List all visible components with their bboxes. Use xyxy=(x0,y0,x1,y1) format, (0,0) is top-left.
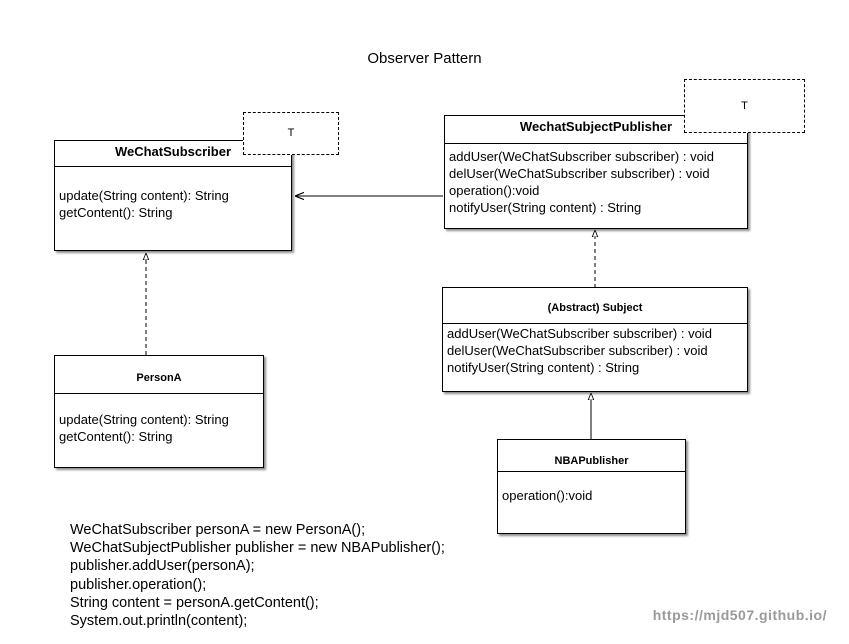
class-name: (Abstract) Subject xyxy=(443,288,747,324)
method: update(String content): String xyxy=(59,412,229,427)
method-list: update(String content): String getConten… xyxy=(55,167,291,225)
code-snippet: WeChatSubscriber personA = new PersonA()… xyxy=(70,521,445,630)
class-abstract-subject[interactable]: (Abstract) Subject addUser(WeChatSubscri… xyxy=(442,287,748,392)
method: notifyUser(String content) : String xyxy=(449,200,642,215)
method: notifyUser(String content) : String xyxy=(447,360,640,375)
class-person-a[interactable]: PersonA update(String content): String g… xyxy=(54,355,264,468)
class-wechat-subject-publisher[interactable]: WechatSubjectPublisher addUser(WeChatSub… xyxy=(444,115,748,229)
method: delUser(WeChatSubscriber subscriber) : v… xyxy=(447,343,708,358)
method: operation():void xyxy=(502,488,593,503)
method: delUser(WeChatSubscriber subscriber) : v… xyxy=(449,166,710,181)
type-parameter-box: T xyxy=(684,79,805,133)
class-wechat-subscriber[interactable]: WeChatSubscriber update(String content):… xyxy=(54,140,292,251)
class-name: NBAPublisher xyxy=(498,440,685,472)
class-nba-publisher[interactable]: NBAPublisher operation():void xyxy=(497,439,686,534)
method: operation():void xyxy=(449,183,540,198)
method-list: operation():void xyxy=(498,472,685,508)
class-name: WeChatSubscriber xyxy=(55,141,291,167)
type-parameter-box: T xyxy=(243,112,339,155)
method: getContent(): String xyxy=(59,429,173,444)
method: update(String content): String xyxy=(59,188,229,203)
method-list: addUser(WeChatSubscriber subscriber) : v… xyxy=(445,144,747,220)
watermark-url: https://mjd507.github.io/ xyxy=(652,607,827,623)
diagram-title: Observer Pattern xyxy=(367,50,482,67)
class-name: PersonA xyxy=(55,356,263,394)
method: getContent(): String xyxy=(59,205,173,220)
method: addUser(WeChatSubscriber subscriber) : v… xyxy=(449,149,714,164)
method-list: addUser(WeChatSubscriber subscriber) : v… xyxy=(443,324,747,380)
code-line: String content = personA.getContent(); xyxy=(70,594,319,611)
code-line: WeChatSubjectPublisher publisher = new N… xyxy=(70,540,445,557)
method: addUser(WeChatSubscriber subscriber) : v… xyxy=(447,326,712,341)
code-line: publisher.operation(); xyxy=(70,576,207,593)
code-line: publisher.addUser(personA); xyxy=(70,558,255,575)
code-line: WeChatSubscriber personA = new PersonA()… xyxy=(70,522,366,538)
class-name: WechatSubjectPublisher xyxy=(445,116,747,144)
code-line: System.out.println(content); xyxy=(70,613,248,630)
method-list: update(String content): String getConten… xyxy=(55,394,263,449)
